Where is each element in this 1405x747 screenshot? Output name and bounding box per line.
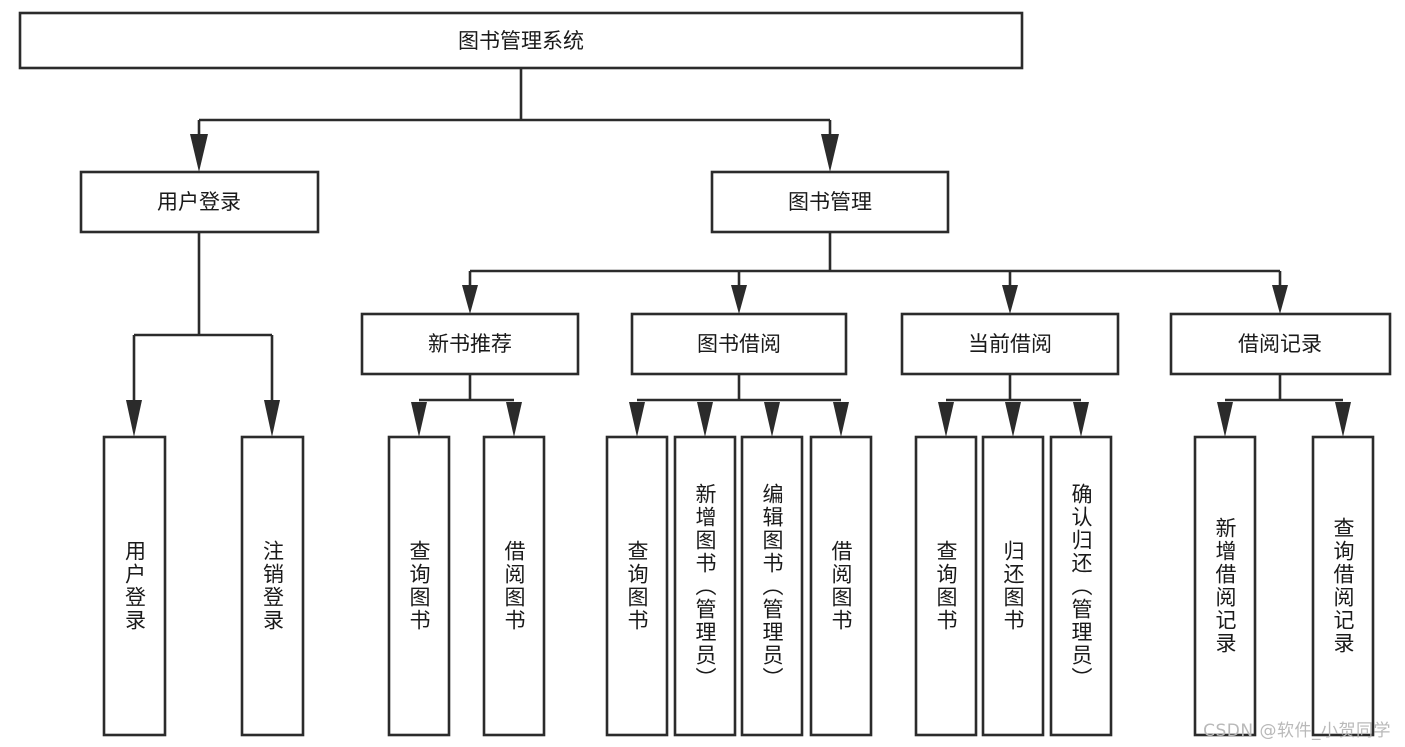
arrow-head-leaf-user-login-2 [264,400,280,437]
connector-group-user-login [126,232,280,437]
arrow-head-leaf-book-borrow-1 [629,402,645,437]
arrow-head-leaf-current-borrow-1 [938,402,954,437]
node-new-book-label: 新书推荐 [428,332,512,356]
leaf-box-new-book-1[interactable] [387,435,451,737]
arrow-head-leaf-current-borrow-2 [1005,402,1021,437]
arrow-head-leaf-new-book-2 [506,402,522,437]
leaf-box-book-borrow-4[interactable] [809,435,873,737]
node-book-borrow-label: 图书借阅 [697,332,781,356]
connector-group-current-borrow [938,374,1089,437]
connector-group-new-book [411,374,522,437]
watermark-text: CSDN @软件_小贺同学 [1203,721,1391,741]
arrow-head-leaf-new-book-1 [411,402,427,437]
connector-group-book-mgmt [462,232,1288,314]
node-current-borrow[interactable] [900,312,1120,376]
leaf-box-new-book-2[interactable] [482,435,546,737]
connector-group-root [190,68,839,172]
arrow-head-leaf-book-borrow-3 [764,402,780,437]
arrow-head-leaf-user-login-1 [126,400,142,437]
leaf-box-current-borrow-2[interactable] [981,435,1045,737]
leaf-box-user-login-2[interactable] [240,435,305,737]
node-root[interactable] [18,11,1024,70]
connector-group-borrow-record [1217,374,1351,437]
leaf-box-book-borrow-2[interactable] [673,435,737,737]
leaf-box-borrow-record-2[interactable] [1311,435,1375,737]
node-book-mgmt[interactable] [710,170,950,234]
arrow-head-leaf-book-borrow-2 [697,402,713,437]
leaf-box-book-borrow-3[interactable] [740,435,804,737]
connector-group-book-borrow [629,374,849,437]
arrow-head-leaf-book-borrow-4 [833,402,849,437]
arrow-head-book-borrow [731,285,747,314]
arrow-head-book-mgmt [821,134,839,172]
node-root-label: 图书管理系统 [458,29,584,53]
arrow-head-borrow-record [1272,285,1288,314]
node-book-mgmt-label: 图书管理 [788,190,872,214]
arrow-head-new-book [462,285,478,314]
leaf-box-book-borrow-1[interactable] [605,435,669,737]
node-user-login-label: 用户登录 [157,190,241,214]
node-user-login[interactable] [79,170,320,234]
leaf-box-user-login-1[interactable] [102,435,167,737]
node-book-borrow[interactable] [630,312,848,376]
arrow-head-leaf-current-borrow-3 [1073,402,1089,437]
leaf-box-current-borrow-1[interactable] [914,435,978,737]
leaf-box-borrow-record-1[interactable] [1193,435,1257,737]
node-current-borrow-label: 当前借阅 [968,332,1052,356]
arrow-head-user-login [190,134,208,172]
arrow-head-current-borrow [1002,285,1018,314]
arrow-head-leaf-borrow-record-1 [1217,402,1233,437]
arrow-head-leaf-borrow-record-2 [1335,402,1351,437]
node-borrow-record-label: 借阅记录 [1238,332,1322,356]
node-borrow-record[interactable] [1169,312,1392,376]
node-new-book[interactable] [360,312,580,376]
leaf-box-current-borrow-3[interactable] [1049,435,1113,737]
